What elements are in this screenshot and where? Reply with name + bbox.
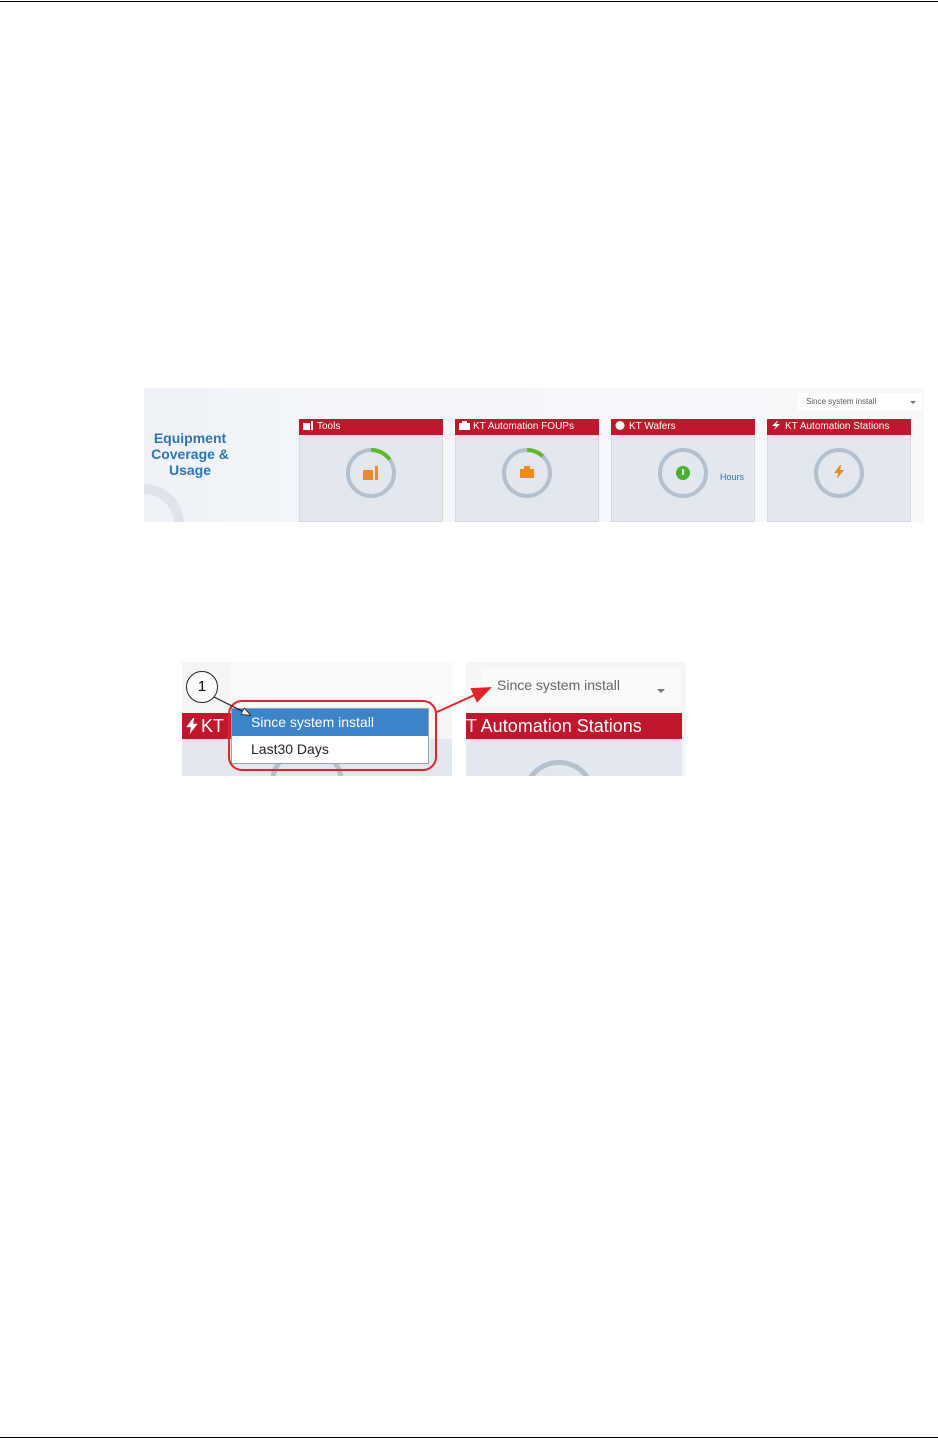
card-title: KT Automation FOUPs (473, 421, 574, 432)
bottom-rule (0, 1437, 938, 1438)
card-header: KT Automation Stations (767, 419, 911, 435)
panel-title: Equipment Coverage & Usage (144, 430, 236, 478)
dropdown-highlight (228, 700, 437, 771)
bolt-icon (186, 718, 198, 734)
card-header: KT Wafers (611, 419, 755, 435)
card-title: Tools (317, 421, 340, 432)
card-title: KT Automation Stations (785, 421, 889, 432)
tools-icon (303, 420, 314, 429)
zoom-right-panel: Since system install T Automation Statio… (466, 662, 686, 776)
callout-number-badge: 1 (186, 671, 218, 703)
card-title: KT (201, 716, 224, 736)
card-kt-wafers[interactable]: KT Wafers Hours (611, 419, 755, 522)
foup-icon (459, 420, 470, 429)
bolt-icon (834, 465, 844, 479)
time-range-select[interactable]: Since system install (481, 668, 681, 706)
tools-icon (363, 466, 379, 480)
card-subtext: Hours (720, 472, 744, 482)
time-range-value: Since system install (806, 397, 876, 406)
panel-title-line: Coverage & (144, 446, 236, 462)
bolt-icon (771, 420, 782, 429)
card-header: T Automation Stations (466, 713, 682, 739)
card-title: T Automation Stations (466, 716, 642, 736)
card-title: KT Wafers (629, 421, 676, 432)
card-kt-automation-foups[interactable]: KT Automation FOUPs (455, 419, 599, 522)
foup-icon (520, 466, 534, 478)
time-range-value: Since system install (497, 677, 620, 693)
caret-down-icon (910, 401, 916, 404)
equipment-coverage-panel: Equipment Coverage & Usage Since system … (144, 388, 924, 522)
wafer-icon (615, 420, 626, 429)
caret-down-icon (657, 689, 665, 693)
panel-title-line: Equipment (144, 430, 236, 446)
card-header: KT Automation FOUPs (455, 419, 599, 435)
decorative-arc (144, 484, 184, 522)
card-kt-automation-stations[interactable]: KT Automation Stations (767, 419, 911, 522)
card-tools[interactable]: Tools (299, 419, 443, 522)
top-rule (0, 1, 938, 2)
time-range-select[interactable]: Since system install (798, 393, 922, 411)
card-header: Tools (299, 419, 443, 435)
wafer-icon (676, 466, 690, 480)
panel-title-line: Usage (144, 462, 236, 478)
